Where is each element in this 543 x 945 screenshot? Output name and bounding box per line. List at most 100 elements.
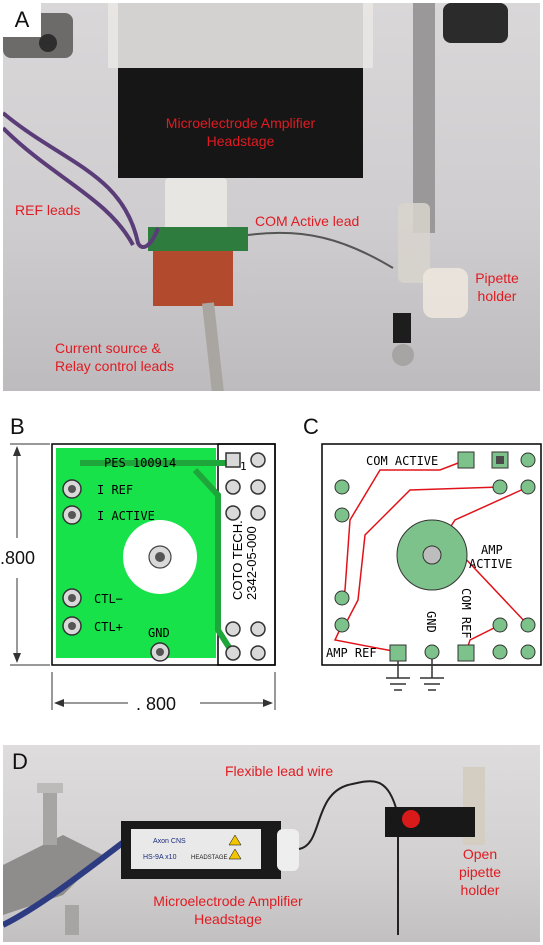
- trace-right: [192, 467, 235, 654]
- ref-lead-wire-2: [3, 126, 135, 246]
- warning-icon: [228, 834, 242, 846]
- pad-amp-active-hole: [422, 545, 442, 565]
- flexible-lead-label: Flexible lead wire: [225, 763, 334, 779]
- panel-b-letter: B: [10, 414, 25, 439]
- relay-footprint: [217, 443, 276, 666]
- relay-pad: [225, 621, 241, 637]
- amplifier-d-line2: Headstage: [194, 911, 262, 927]
- clamp-body: [3, 835, 103, 915]
- pad: [334, 507, 350, 523]
- label-i-ref: I REF: [97, 483, 133, 497]
- pad-ctl-plus-hole: [68, 622, 76, 630]
- com-active-lead-label: COM Active lead: [255, 213, 360, 229]
- label-gnd: GND: [148, 626, 170, 640]
- pad-com-active: [457, 451, 475, 469]
- pad-square-hole: [496, 456, 504, 464]
- amplifier-d-line1: Microelectrode Amplifier: [153, 893, 303, 909]
- ground-symbols: [386, 659, 444, 691]
- stand-rod: [413, 3, 435, 233]
- pin-one-label: 1: [240, 460, 247, 473]
- relay-block: [153, 251, 233, 306]
- open-label-line3: holder: [460, 882, 500, 898]
- dimension-horizontal: . 800: [51, 672, 276, 714]
- clamp-screw-head: [37, 783, 63, 793]
- current-source-label: Current source & Relay control leads: [55, 339, 174, 375]
- relay-pad: [250, 479, 266, 495]
- center-clearance: [123, 520, 197, 594]
- amplifier-label-line1: Microelectrode Amplifier: [165, 115, 316, 131]
- relay-label-line1: COTO TECH.: [230, 520, 245, 600]
- pipette-clamp: [423, 268, 468, 318]
- panel-c-letter: C: [303, 414, 319, 439]
- dim-arrow-right-icon: [263, 699, 273, 707]
- relay-pad: [225, 505, 241, 521]
- board-outline: [51, 443, 276, 666]
- relay-pad: [250, 621, 266, 637]
- amplifier-label-a: Microelectrode Amplifier Headstage: [143, 114, 338, 150]
- pad: [334, 479, 350, 495]
- clamp-screw-icon: [39, 34, 57, 52]
- panel-d-letter: D: [12, 749, 28, 774]
- pipette-holder-label: Pipette holder: [465, 269, 529, 305]
- label-gnd-c-group: GND: [424, 611, 438, 633]
- blue-cable: [3, 832, 135, 928]
- label-active: ACTIVE: [469, 557, 512, 571]
- stand-knob: [443, 3, 508, 43]
- pad-ctl-minus-hole: [68, 594, 76, 602]
- trace-com-ref: [465, 624, 501, 653]
- headstage-connector-d: [277, 829, 299, 871]
- label-com-ref-group: COM REF: [459, 588, 473, 639]
- panel-d-photo: Axon CNS HS-9A x10 HEADSTAGE D Flexible …: [3, 745, 540, 942]
- clamp-screw-bottom: [65, 905, 79, 935]
- pad-gnd: [150, 642, 170, 662]
- trace-com-active: [341, 459, 467, 599]
- pad-amp-ref: [389, 644, 407, 662]
- dim-arrow-down-icon: [13, 653, 21, 663]
- pad-i-active-hole: [68, 511, 76, 519]
- traces: [333, 459, 529, 653]
- relay-pad: [225, 479, 241, 495]
- dim-horizontal-label: . 800: [136, 694, 176, 714]
- pad-i-ref-hole: [68, 485, 76, 493]
- label-ctl-minus: CTL−: [94, 592, 123, 606]
- ref-leads-label: REF leads: [15, 202, 81, 218]
- relay-pad: [250, 645, 266, 661]
- center-pad-hole: [155, 552, 165, 562]
- label-com-active: COM ACTIVE: [366, 454, 438, 468]
- dim-arrow-left-icon: [54, 699, 64, 707]
- label-amp-ref: AMP REF: [326, 646, 377, 660]
- pad: [492, 644, 508, 660]
- pad: [520, 644, 536, 660]
- trace-1: [344, 486, 501, 626]
- open-label-line2: pipette: [458, 864, 502, 880]
- open-holder-body: [385, 807, 475, 837]
- pad: [520, 452, 536, 468]
- label-amp: AMP: [481, 543, 503, 557]
- dimension-vertical: .800: [0, 443, 50, 666]
- pad: [334, 617, 350, 633]
- headstage-connector: [165, 178, 227, 230]
- warning-icon: [228, 848, 242, 860]
- pipette-holder: [398, 203, 430, 283]
- current-label-line2: Relay control leads: [55, 358, 175, 374]
- part-label: PES 100914: [104, 456, 176, 470]
- pad: [520, 617, 536, 633]
- clamp-screw: [43, 785, 57, 845]
- panel-a-photo: A Microelectrode Amplifier Headstage REF…: [3, 3, 540, 391]
- open-label-line1: Open: [462, 846, 498, 862]
- open-holder-label: Open pipette holder: [445, 845, 515, 899]
- panel-a-illustration: [3, 3, 508, 391]
- pipette-knob: [392, 344, 414, 366]
- panel-a-letter: A: [3, 3, 41, 37]
- pad: [492, 479, 508, 495]
- trace-amp-ref: [333, 624, 399, 653]
- dim-arrow-up-icon: [13, 446, 21, 456]
- label-ctl-plus: CTL+: [94, 620, 123, 634]
- relay-label: COTO TECH. 2342-05-000: [230, 520, 259, 600]
- pad-amp-active: [396, 519, 468, 591]
- device-model: HS-9A x10: [143, 854, 177, 861]
- relay-pad: [225, 645, 241, 661]
- panel-d-illustration: Axon CNS HS-9A x10 HEADSTAGE: [3, 767, 485, 935]
- relay-pin-1: [225, 452, 241, 468]
- cable-ties: [108, 3, 373, 68]
